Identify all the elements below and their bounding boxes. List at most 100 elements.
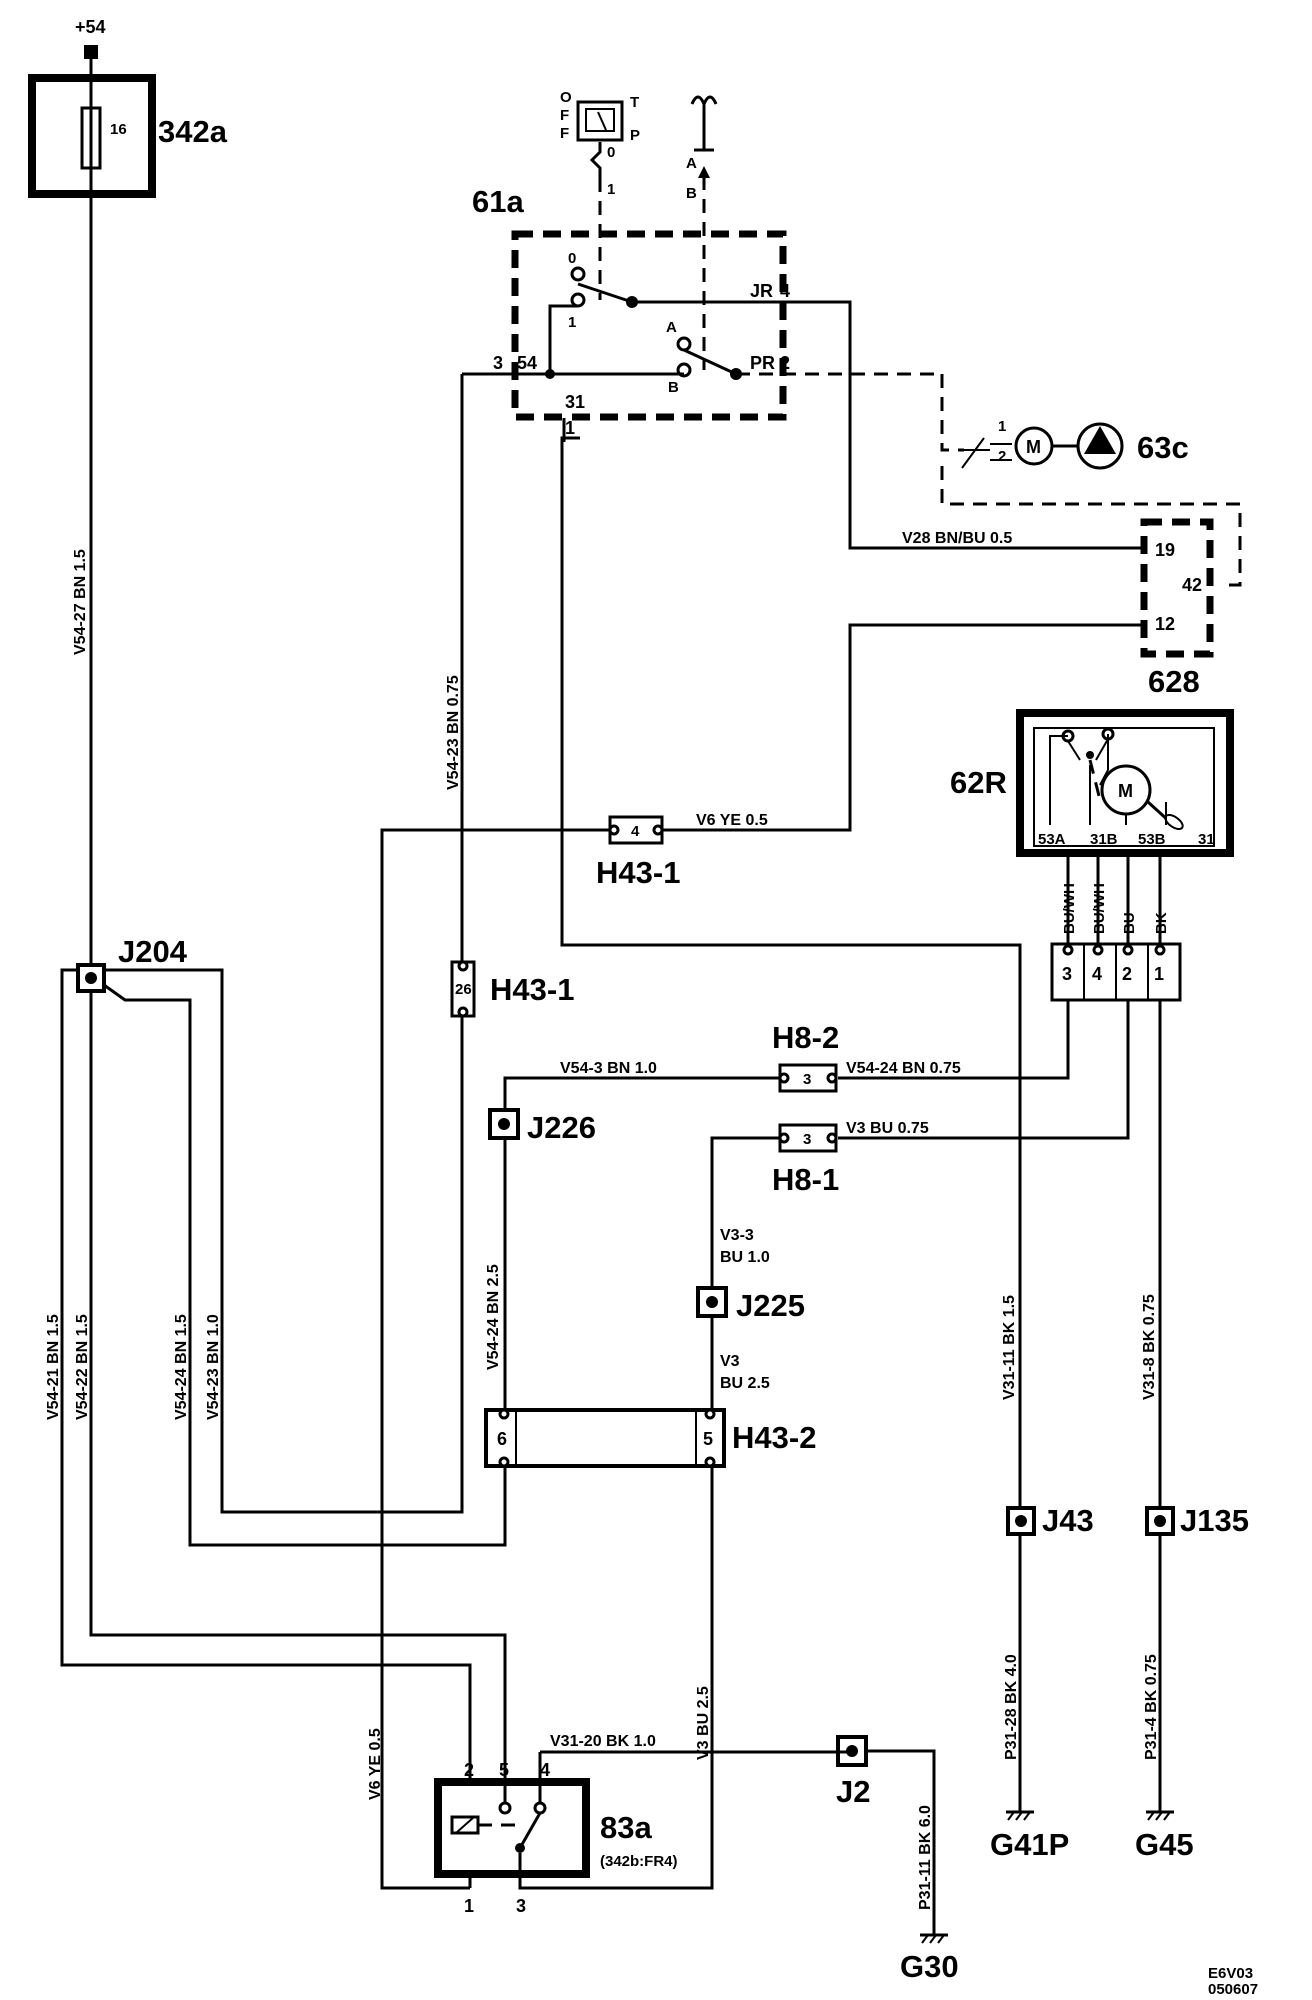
pump-pin-1: 1 <box>998 418 1006 435</box>
relay-83a: 2 5 4 1 3 83a (342b:FR4) <box>434 1752 678 1916</box>
motor-wire-4: BK <box>1153 912 1170 934</box>
h8-1-pin: 3 <box>803 1131 811 1148</box>
module-pin-12: 12 <box>1155 614 1175 634</box>
h43-2-pin5: 5 <box>703 1429 713 1449</box>
motor-conn-1: 1 <box>1154 964 1164 984</box>
label-v54-24-left: V54-24 BN 2.5 <box>485 1264 502 1370</box>
g30-label: G30 <box>900 1949 959 1984</box>
h43-1b-pin: 26 <box>455 981 472 998</box>
junction-j135: J135 <box>1145 1503 1249 1538</box>
pin-54: 54 <box>517 353 537 373</box>
knob-1: 1 <box>607 181 615 198</box>
relay-pin-1: 1 <box>464 1896 474 1916</box>
label-v31-20: V31-20 BK 1.0 <box>550 1733 656 1750</box>
footer-code: E6V03 <box>1208 1965 1253 1982</box>
module-pin-19: 19 <box>1155 540 1175 560</box>
pump-motor-m: M <box>1026 437 1041 457</box>
label-v6-ye: V6 YE 0.5 <box>367 1728 384 1800</box>
knob-o: O <box>560 89 572 106</box>
knob-0: 0 <box>607 144 615 161</box>
label-v3-a: V3 <box>720 1353 740 1370</box>
motor-31b: 31B <box>1090 831 1118 848</box>
pump-label: 63c <box>1137 430 1189 465</box>
switch-label: 61a <box>472 184 524 219</box>
ground-g30: G30 <box>900 1933 959 1984</box>
junction-j43: J43 <box>1006 1503 1094 1538</box>
junction-j204: J204 <box>76 934 188 993</box>
junction-j226: J226 <box>488 1108 596 1145</box>
supply-terminal: +54 <box>75 17 106 59</box>
wire-v6-down <box>380 828 610 1890</box>
pr-pin: 2 <box>780 353 790 373</box>
label-v6: V6 YE 0.5 <box>696 812 768 829</box>
connector-h43-2: 6 5 H43-2 <box>484 1408 816 1468</box>
label-v28: V28 BN/BU 0.5 <box>902 530 1012 547</box>
label-v31-8: V31-8 BK 0.75 <box>1141 1294 1158 1400</box>
knob-f: F <box>560 107 569 124</box>
wire-v6-top <box>660 623 1142 832</box>
wire-p31-11 <box>866 1749 936 1935</box>
motor-wire-2: BU/WH <box>1091 883 1108 934</box>
motor-m: M <box>1118 781 1133 801</box>
module-628: 19 42 12 628 <box>1140 518 1214 699</box>
knob-p: P <box>630 127 640 144</box>
wire-v54-24-b <box>103 983 507 1547</box>
fuse-box-label: 342a <box>158 114 228 149</box>
pin-1: 1 <box>565 418 575 438</box>
knob-f2: F <box>560 125 569 142</box>
connector-h43-1-b: 26 H43-1 <box>450 960 574 1018</box>
motor-wire-1: BU/WH <box>1061 883 1078 934</box>
wire-v3-top <box>838 1000 1130 1140</box>
pump-pin-2: 2 <box>998 448 1006 465</box>
h43-1a-pin: 4 <box>631 823 640 840</box>
supply-label: +54 <box>75 17 106 37</box>
label-v3-bu: V3 BU 2.5 <box>695 1686 712 1760</box>
j226-label: J226 <box>527 1110 596 1145</box>
g41p-label: G41P <box>990 1827 1069 1862</box>
wire-v31-11 <box>560 436 1022 1508</box>
h8-2-pin: 3 <box>803 1071 811 1088</box>
footer-date: 050607 <box>1208 1981 1258 1998</box>
wire-v54-24-top <box>838 1000 1070 1080</box>
relay-pin-4: 4 <box>540 1760 550 1780</box>
label-v54-27: V54-27 BN 1.5 <box>72 549 89 655</box>
washer-icon <box>690 95 718 108</box>
relay-pin-3: 3 <box>516 1896 526 1916</box>
label-v54-23-b: V54-23 BN 1.0 <box>205 1314 222 1420</box>
motor-wire-3: BU <box>1121 912 1138 934</box>
washer-pump-63c: 1 2 M 63c <box>940 374 1242 587</box>
connector-h43-1-a: 4 H43-1 <box>596 815 680 890</box>
label-p31-28: P31-28 BK 4.0 <box>1003 1654 1020 1760</box>
junction-j225: J225 <box>696 1286 805 1323</box>
motor-conn-3: 3 <box>1062 964 1072 984</box>
wire-v3-3 <box>710 1136 780 1430</box>
contact-b: B <box>668 379 679 396</box>
h43-2-pin6: 6 <box>497 1429 507 1449</box>
h8-2-label: H8-2 <box>772 1020 839 1055</box>
relay-label: 83a <box>600 1810 652 1845</box>
label-v54-21: V54-21 BN 1.5 <box>45 1314 62 1420</box>
module-pin-42: 42 <box>1182 575 1202 595</box>
label-v31-11: V31-11 BK 1.5 <box>1001 1295 1018 1400</box>
ground-g45: G45 <box>1135 1810 1194 1862</box>
label-p31-11: P31-11 BK 6.0 <box>917 1805 934 1910</box>
j135-label: J135 <box>1180 1503 1249 1538</box>
washer-a: A <box>686 155 697 172</box>
label-v3-3b: BU 1.0 <box>720 1249 770 1266</box>
label-p31-4: P31-4 BK 0.75 <box>1143 1654 1160 1760</box>
relay-note: (342b:FR4) <box>600 1853 678 1870</box>
j225-label: J225 <box>736 1288 805 1323</box>
motor-label: 62R <box>950 765 1007 800</box>
contact-0: 0 <box>568 250 576 267</box>
motor-conn-4: 4 <box>1092 964 1102 984</box>
pr-label: PR <box>750 353 775 373</box>
h8-1-label: H8-1 <box>772 1162 839 1197</box>
label-v54-24-b: V54-24 BN 1.5 <box>173 1314 190 1420</box>
contact-a: A <box>666 319 677 336</box>
h43-2-label: H43-2 <box>732 1420 816 1455</box>
pin-31: 31 <box>565 392 585 412</box>
wire-v54-3 <box>503 1076 780 1430</box>
h43-1a-label: H43-1 <box>596 855 680 890</box>
motor-53b: 53B <box>1138 831 1166 848</box>
